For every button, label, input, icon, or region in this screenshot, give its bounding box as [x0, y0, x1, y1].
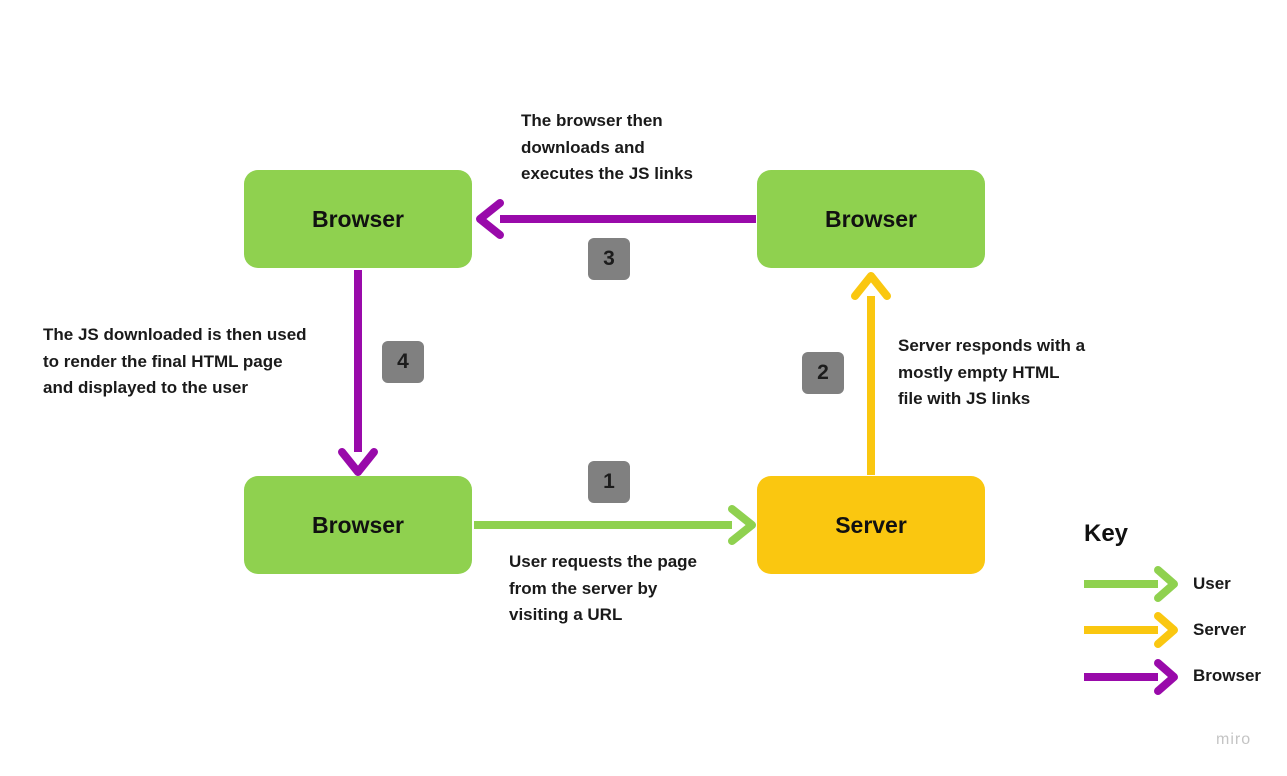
step-badge-3: 3	[588, 238, 630, 280]
arrow-step-3	[476, 199, 756, 239]
arrow-step-1	[474, 505, 756, 545]
browser-node-bottom-left: Browser	[244, 476, 472, 574]
server-node: Server	[757, 476, 985, 574]
key-label-user: User	[1193, 574, 1231, 593]
step-badge-1: 1	[588, 461, 630, 503]
key-label-browser: Browser	[1193, 666, 1262, 685]
key-label-server: Server	[1193, 620, 1246, 639]
step-badge-4: 4	[382, 341, 424, 383]
step-3-description: The browser then downloads and executes …	[521, 111, 693, 183]
node-label: Server	[835, 511, 907, 538]
arrow-step-4	[338, 270, 378, 476]
key-arrow-server	[1084, 612, 1178, 648]
browser-node-top-right: Browser	[757, 170, 985, 268]
arrow-step-2	[851, 272, 891, 475]
key-arrow-user	[1084, 566, 1178, 602]
node-label: Browser	[311, 205, 405, 232]
key-arrow-browser	[1084, 659, 1178, 695]
step-4-description: The JS downloaded is then used to render…	[43, 325, 307, 397]
miro-watermark: miro	[1216, 731, 1252, 748]
key-title: Key	[1084, 520, 1129, 547]
step-1-description: User requests the page from the server b…	[509, 552, 698, 624]
step-badge-2: 2	[802, 352, 844, 394]
node-label: Browser	[311, 511, 405, 538]
node-label: Browser	[824, 205, 918, 232]
step-2-description: Server responds with a mostly empty HTML…	[898, 336, 1086, 408]
browser-node-top-left: Browser	[244, 170, 472, 268]
